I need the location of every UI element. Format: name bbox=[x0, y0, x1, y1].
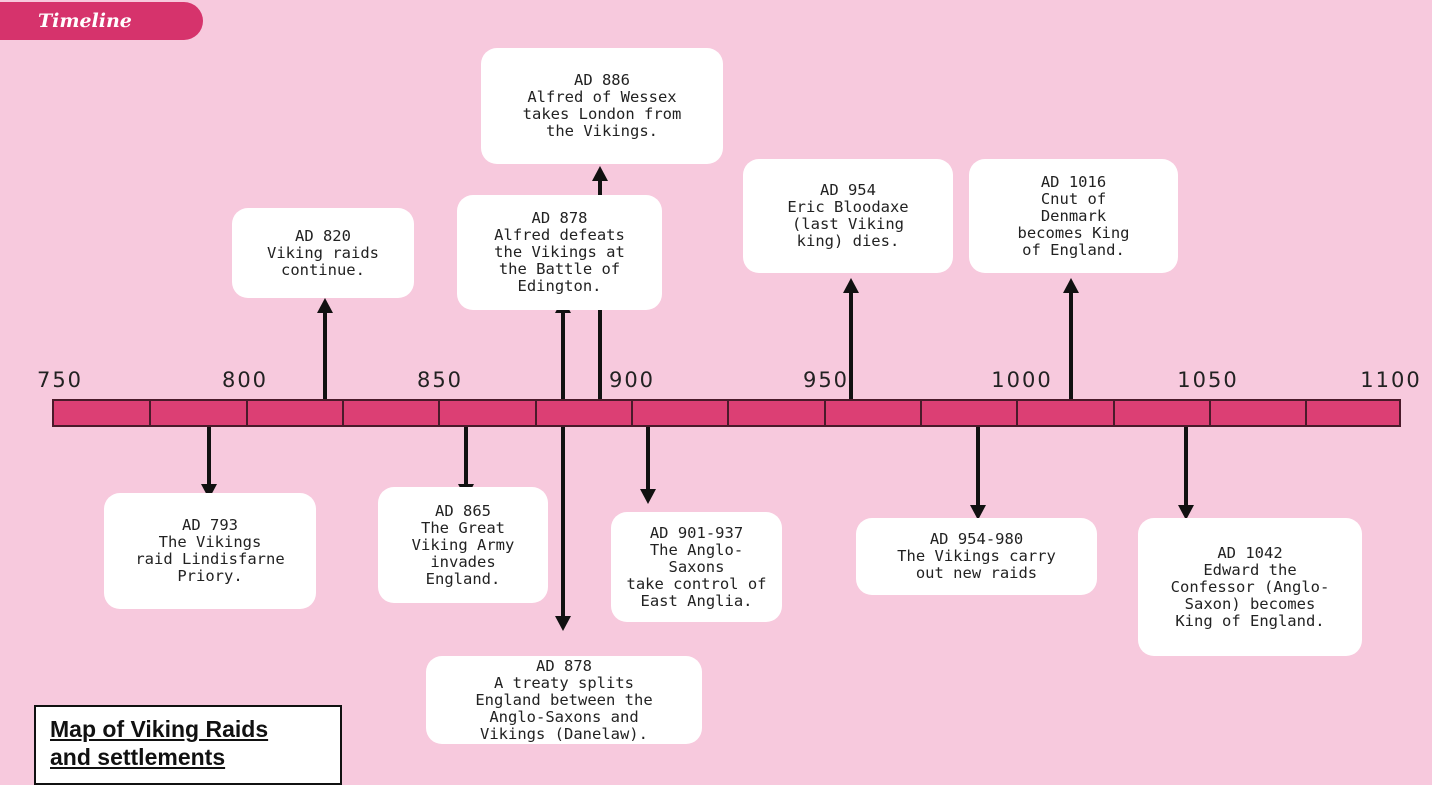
year-label-900: 900 bbox=[608, 368, 656, 392]
event-arrow-878-treaty bbox=[555, 427, 571, 631]
year-label-1050: 1050 bbox=[1177, 368, 1239, 392]
year-label-1100: 1100 bbox=[1360, 368, 1422, 392]
timeline-header: Timeline bbox=[0, 2, 203, 40]
bar-segment-divider bbox=[727, 401, 729, 425]
map-box-title: Map of Viking Raids and settlements bbox=[34, 705, 342, 785]
event-arrow-820 bbox=[317, 298, 333, 399]
event-901: AD 901-937 The Anglo- Saxons take contro… bbox=[611, 512, 782, 622]
bar-segment-divider bbox=[1113, 401, 1115, 425]
event-954: AD 954 Eric Bloodaxe (last Viking king) … bbox=[743, 159, 953, 273]
event-793: AD 793 The Vikings raid Lindisfarne Prio… bbox=[104, 493, 316, 609]
event-878-treaty: AD 878 A treaty splits England between t… bbox=[426, 656, 702, 744]
event-text: AD 865 The Great Viking Army invades Eng… bbox=[411, 501, 515, 588]
event-arrow-954 bbox=[843, 278, 859, 399]
map-box-title-text: Map of Viking Raids and settlements bbox=[50, 716, 269, 770]
event-text: AD 901-937 The Anglo- Saxons take contro… bbox=[626, 523, 767, 610]
event-text: AD 878 A treaty splits England between t… bbox=[475, 656, 653, 743]
event-arrow-901 bbox=[640, 427, 656, 504]
bar-segment-divider bbox=[1016, 401, 1018, 425]
event-text: AD 820 Viking raids continue. bbox=[267, 226, 379, 279]
event-arrow-865 bbox=[458, 427, 474, 499]
year-label-950: 950 bbox=[802, 368, 850, 392]
bar-segment-divider bbox=[920, 401, 922, 425]
event-arrow-954-980 bbox=[970, 427, 986, 520]
bar-segment-divider bbox=[1209, 401, 1211, 425]
event-text: AD 1042 Edward the Confessor (Anglo- Sax… bbox=[1170, 543, 1330, 630]
year-label-1000: 1000 bbox=[991, 368, 1053, 392]
event-820: AD 820 Viking raids continue. bbox=[232, 208, 414, 298]
bar-segment-divider bbox=[246, 401, 248, 425]
bar-segment-divider bbox=[1305, 401, 1307, 425]
bar-segment-divider bbox=[535, 401, 537, 425]
event-886: AD 886 Alfred of Wessex takes London fro… bbox=[481, 48, 723, 164]
event-text: AD 793 The Vikings raid Lindisfarne Prio… bbox=[135, 516, 285, 585]
event-text: AD 954 Eric Bloodaxe (last Viking king) … bbox=[787, 181, 909, 250]
event-878-battle: AD 878 Alfred defeats the Vikings at the… bbox=[457, 195, 662, 310]
bar-segment-divider bbox=[149, 401, 151, 425]
bar-segment-divider bbox=[631, 401, 633, 425]
event-text: AD 878 Alfred defeats the Vikings at the… bbox=[494, 209, 625, 295]
event-arrow-1042 bbox=[1178, 427, 1194, 520]
event-1042: AD 1042 Edward the Confessor (Anglo- Sax… bbox=[1138, 518, 1362, 656]
event-arrow-878-battle bbox=[555, 298, 571, 399]
event-text: AD 886 Alfred of Wessex takes London fro… bbox=[522, 71, 682, 140]
event-865: AD 865 The Great Viking Army invades Eng… bbox=[378, 487, 548, 603]
bar-segment-divider bbox=[438, 401, 440, 425]
bar-segment-divider bbox=[824, 401, 826, 425]
bar-segment-divider bbox=[342, 401, 344, 425]
year-label-750: 750 bbox=[36, 368, 84, 392]
event-arrow-793 bbox=[201, 427, 217, 499]
event-text: AD 954-980 The Vikings carry out new rai… bbox=[897, 530, 1056, 582]
event-1016: AD 1016 Cnut of Denmark becomes King of … bbox=[969, 159, 1178, 273]
timeline-bar bbox=[52, 399, 1401, 427]
event-text: AD 1016 Cnut of Denmark becomes King of … bbox=[1017, 172, 1130, 259]
event-954-980: AD 954-980 The Vikings carry out new rai… bbox=[856, 518, 1097, 595]
year-label-800: 800 bbox=[221, 368, 269, 392]
year-label-850: 850 bbox=[416, 368, 464, 392]
event-arrow-1016 bbox=[1063, 278, 1079, 399]
